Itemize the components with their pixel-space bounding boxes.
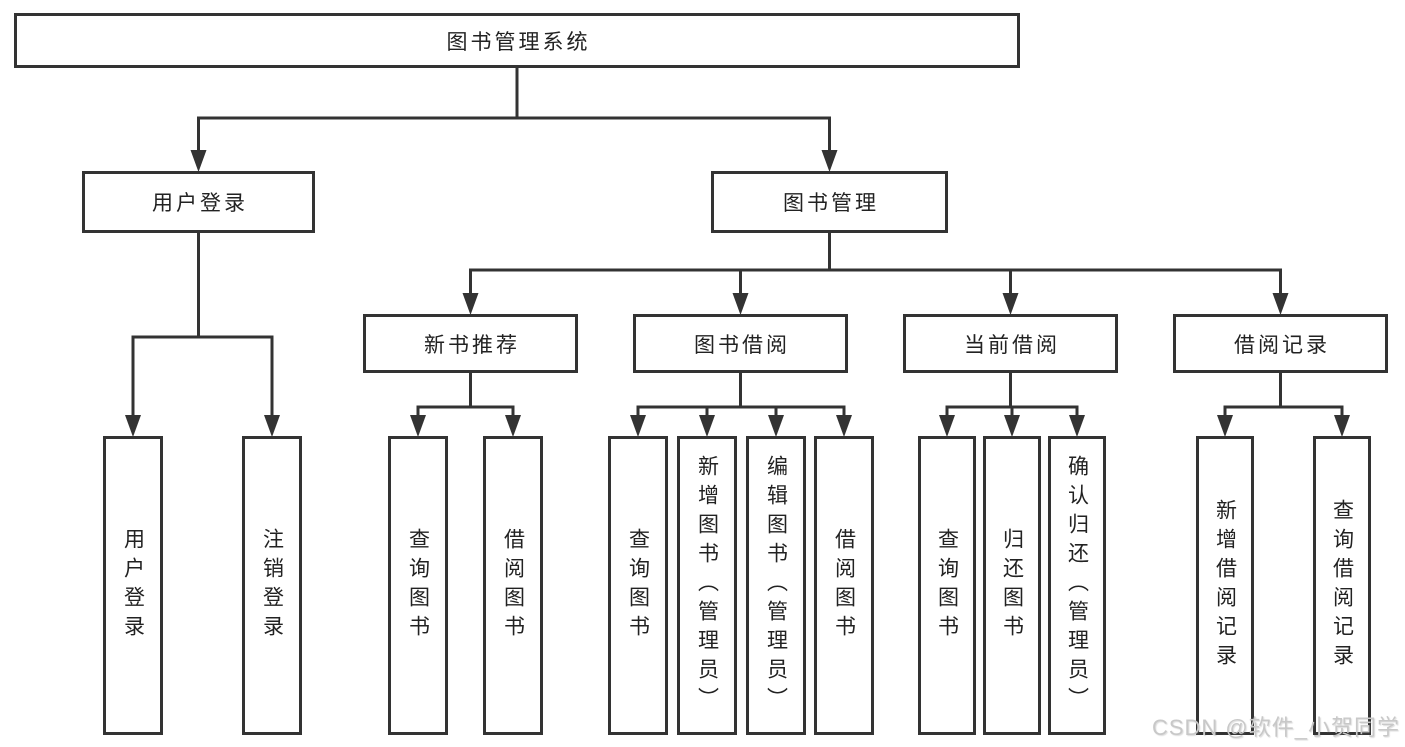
node-user-login: 用户登录 <box>82 171 315 233</box>
node-root: 图书管理系统 <box>14 13 1020 68</box>
node-label-br-add: 新增借阅记录 <box>1213 498 1237 673</box>
node-bb-query: 查询图书 <box>608 436 668 735</box>
node-label-book-mgmt: 图书管理 <box>783 192 879 215</box>
node-label-bb-borrow: 借阅图书 <box>832 527 856 644</box>
node-label-user-login: 用户登录 <box>152 192 248 215</box>
node-label-nb-query: 查询图书 <box>406 527 430 644</box>
node-label-cb-confirm: 确认归还（管理员） <box>1065 455 1089 716</box>
node-cb-query: 查询图书 <box>918 436 976 735</box>
node-label-book-borrow: 图书借阅 <box>694 333 790 357</box>
node-new-book-rec: 新书推荐 <box>363 314 578 373</box>
node-book-borrow: 图书借阅 <box>633 314 848 373</box>
node-label-bb-add: 新增图书（管理员） <box>695 455 719 716</box>
node-cb-confirm: 确认归还（管理员） <box>1048 436 1106 735</box>
node-br-query: 查询借阅记录 <box>1313 436 1371 735</box>
node-label-bb-query: 查询图书 <box>626 527 650 644</box>
node-label-cb-query: 查询图书 <box>935 527 959 644</box>
node-label-cb-return: 归还图书 <box>1000 527 1024 644</box>
node-label-root: 图书管理系统 <box>446 30 591 54</box>
node-login: 用户登录 <box>103 436 163 735</box>
watermark: CSDN @软件_小贺同学 <box>1151 715 1400 740</box>
node-label-login: 用户登录 <box>121 527 145 644</box>
node-label-br-query: 查询借阅记录 <box>1330 498 1354 673</box>
node-label-nb-borrow: 借阅图书 <box>501 527 525 644</box>
node-label-borrow-records: 借阅记录 <box>1234 333 1330 357</box>
node-book-mgmt: 图书管理 <box>711 171 948 233</box>
node-label-new-book-rec: 新书推荐 <box>424 333 520 357</box>
node-logout: 注销登录 <box>242 436 302 735</box>
node-current-borrow: 当前借阅 <box>903 314 1118 373</box>
node-cb-return: 归还图书 <box>983 436 1041 735</box>
node-nb-borrow: 借阅图书 <box>483 436 543 735</box>
node-bb-add: 新增图书（管理员） <box>677 436 737 735</box>
node-label-logout: 注销登录 <box>260 527 284 644</box>
node-label-current-borrow: 当前借阅 <box>964 333 1060 357</box>
node-borrow-records: 借阅记录 <box>1173 314 1388 373</box>
node-nb-query: 查询图书 <box>388 436 448 735</box>
node-bb-edit: 编辑图书（管理员） <box>746 436 806 735</box>
node-label-bb-edit: 编辑图书（管理员） <box>764 455 788 716</box>
node-bb-borrow: 借阅图书 <box>814 436 874 735</box>
node-br-add: 新增借阅记录 <box>1196 436 1254 735</box>
